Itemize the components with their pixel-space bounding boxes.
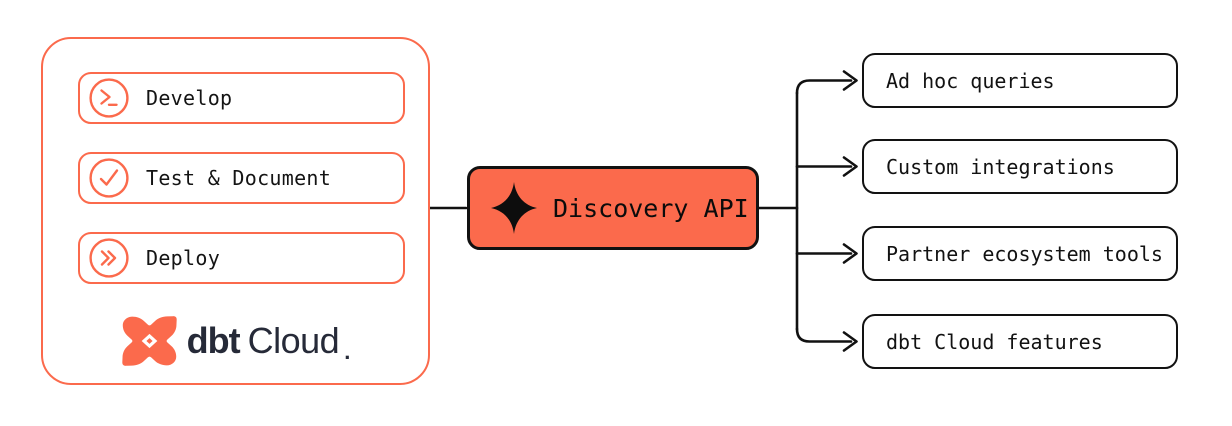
stage-deploy: Deploy xyxy=(78,232,405,284)
stage-label: Deploy xyxy=(146,246,221,270)
arrowhead-icon xyxy=(842,243,858,264)
discovery-api-label: Discovery API xyxy=(553,193,749,223)
arrowhead-icon xyxy=(842,331,858,352)
check-circle-icon xyxy=(89,158,129,198)
dbt-cloud-panel: Develop Test & Document Deploy xyxy=(41,37,430,385)
consumer-partner-ecosystem-tools: Partner ecosystem tools xyxy=(862,226,1178,281)
double-chevron-icon xyxy=(89,238,129,278)
consumer-dbt-cloud-features: dbt Cloud features xyxy=(862,314,1178,369)
consumer-label: dbt Cloud features xyxy=(886,329,1103,354)
terminal-prompt-icon xyxy=(89,78,129,118)
logo-text-dbt: dbt xyxy=(186,320,241,361)
arrowhead-icon xyxy=(842,156,858,177)
stage-label: Test & Document xyxy=(146,166,332,190)
consumer-ad-hoc-queries: Ad hoc queries xyxy=(862,53,1178,108)
branch-row-4 xyxy=(795,327,853,343)
branch-row-1 xyxy=(795,79,853,95)
consumer-label: Ad hoc queries xyxy=(886,68,1055,93)
stage-test-document: Test & Document xyxy=(78,152,405,204)
logo-trademark-dot: . xyxy=(344,339,351,364)
dbt-logo-mark-icon xyxy=(121,316,177,366)
consumer-custom-integrations: Custom integrations xyxy=(862,139,1178,194)
discovery-api-node: Discovery API xyxy=(467,166,759,250)
consumer-label: Partner ecosystem tools xyxy=(886,241,1163,266)
logo-text-cloud: Cloud xyxy=(247,320,340,361)
dbt-cloud-logo: dbt Cloud . xyxy=(43,315,428,367)
stage-label: Develop xyxy=(146,86,233,110)
stage-develop: Develop xyxy=(78,72,405,124)
sparkle-icon xyxy=(491,182,537,234)
arrowhead-icon xyxy=(842,70,858,91)
consumer-label: Custom integrations xyxy=(886,154,1115,179)
